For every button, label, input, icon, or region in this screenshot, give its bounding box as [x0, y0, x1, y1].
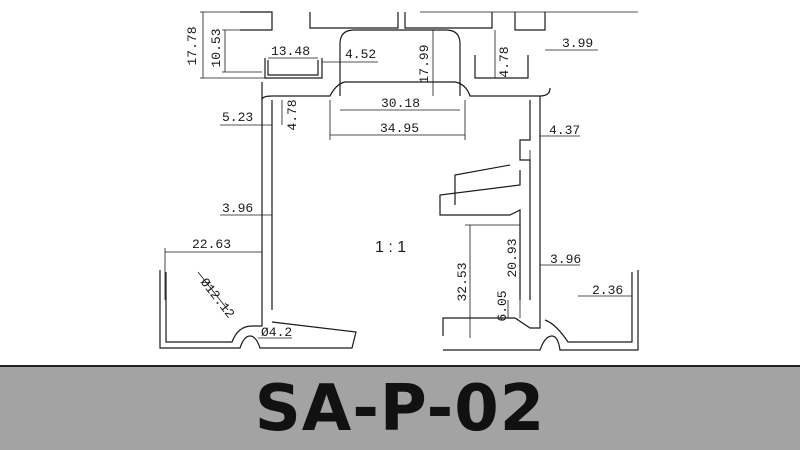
technical-drawing: 17.78 10.53 13.48 4.52 17.99 4.78 3.99 3… [159, 11, 639, 351]
left-web [261, 100, 273, 310]
right-hook [439, 170, 521, 300]
dim-17-78: 17.78 [185, 26, 200, 65]
scale-label: 1 : 1 [375, 239, 406, 256]
dimension-lines [164, 11, 638, 339]
right-hook-outer [454, 164, 511, 205]
dim-3-96-left: 3.96 [222, 201, 253, 216]
right-foot [442, 270, 639, 351]
dim-2-36: 2.36 [592, 283, 623, 298]
dim-22-63: 22.63 [192, 237, 231, 252]
dim-13-48: 13.48 [271, 44, 310, 59]
dim-4-37: 4.37 [549, 123, 580, 138]
profile-outline [159, 11, 639, 351]
top-left-slot [267, 60, 319, 76]
dim-4-78-left: 4.78 [285, 99, 300, 130]
top-center-chamber [309, 12, 493, 29]
dim-17-99: 17.99 [417, 44, 432, 83]
dim-4-52: 4.52 [345, 47, 376, 62]
dim-3-96-right: 3.96 [550, 252, 581, 267]
dim-6-05: 6.05 [495, 290, 510, 321]
upper-plate [261, 81, 551, 101]
profile-diagram: 17.78 10.53 13.48 4.52 17.99 4.78 3.99 3… [159, 11, 639, 351]
dim-20-93: 20.93 [505, 238, 520, 277]
right-web [519, 96, 541, 300]
top-left-flange [240, 11, 323, 79]
top-right-slot [474, 12, 546, 79]
title-banner: SA-P-02 [0, 365, 800, 450]
dim-10-53: 10.53 [209, 28, 224, 67]
dim-4-78-top: 4.78 [497, 46, 512, 77]
dim-4-2-diameter: Ø4.2 [261, 325, 292, 340]
dim-34-95: 34.95 [380, 121, 419, 136]
dim-30-18: 30.18 [381, 96, 420, 111]
left-foot [159, 270, 357, 349]
dim-3-99: 3.99 [562, 36, 593, 51]
center-chamber-inner [339, 29, 461, 96]
product-code-title: SA-P-02 [254, 371, 546, 446]
dim-12-12-diameter: Ø12.12 [197, 275, 238, 321]
dim-32-53: 32.53 [455, 262, 470, 301]
dim-5-23: 5.23 [222, 110, 253, 125]
